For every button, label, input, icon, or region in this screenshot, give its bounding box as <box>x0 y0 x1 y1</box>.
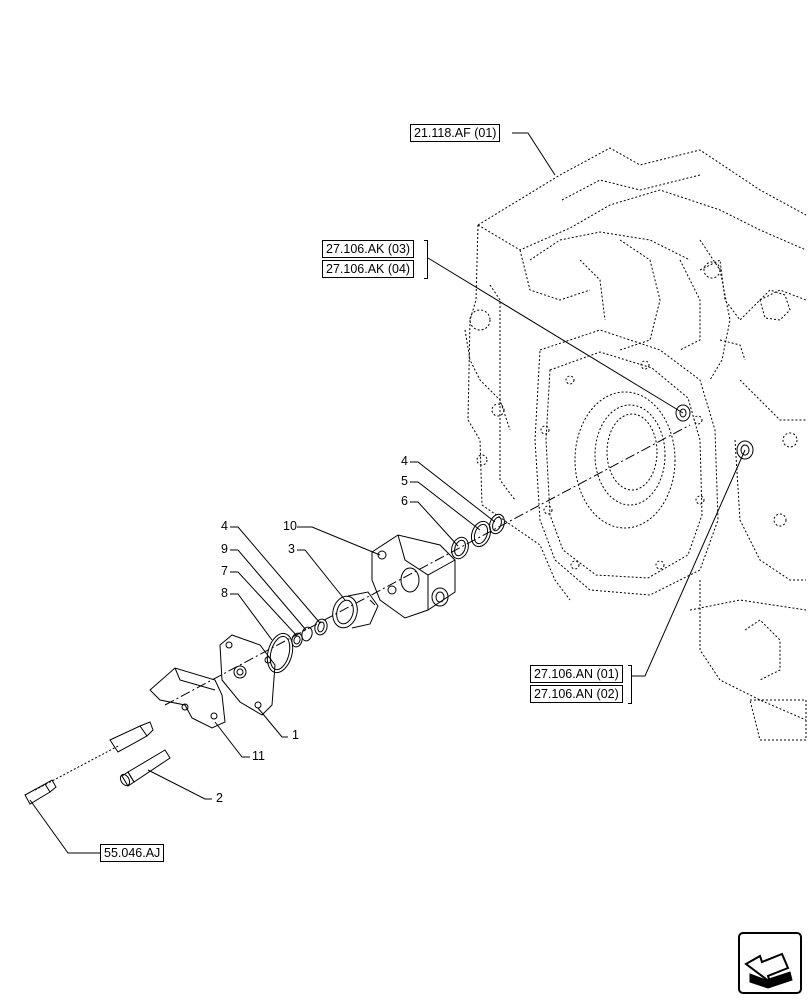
callout-11: 11 <box>252 749 265 763</box>
ref-21-118-af[interactable]: 21.118.AF (01) <box>410 124 501 142</box>
bracket-part-11 <box>149 667 226 729</box>
ref-27-106-ak-04[interactable]: 27.106.AK (04) <box>322 260 415 278</box>
rings-left <box>291 618 328 648</box>
callout-10: 10 <box>283 519 297 533</box>
sleeve-part-3 <box>332 591 379 629</box>
next-page-button[interactable] <box>738 932 802 994</box>
assembly-center-line <box>164 424 691 706</box>
housing-ports <box>675 404 754 460</box>
ref-27-106-ak-03[interactable]: 27.106.AK (03) <box>322 240 415 258</box>
callout-1: 1 <box>292 728 299 742</box>
o-ring-part-8 <box>266 632 294 674</box>
ref-27-106-an-02[interactable]: 27.106.AN (02) <box>530 685 623 703</box>
callout-6: 6 <box>401 494 408 508</box>
callout-4-left: 4 <box>221 519 228 533</box>
sensor-center-line <box>34 744 121 791</box>
callout-9: 9 <box>221 542 228 556</box>
callout-8: 8 <box>221 586 228 600</box>
callout-5: 5 <box>401 474 408 488</box>
next-page-arrow-icon <box>744 952 793 989</box>
ref-55-046-aj[interactable]: 55.046.AJ <box>100 844 165 862</box>
callout-4-right: 4 <box>401 454 408 468</box>
bracket-ak <box>424 240 428 279</box>
valve-housing-part-10 <box>371 534 456 619</box>
transmission-housing <box>464 147 807 741</box>
ref-27-106-an-01[interactable]: 27.106.AN (01) <box>530 665 623 683</box>
bolt-part-2 <box>119 749 171 787</box>
sensor-part <box>24 721 154 805</box>
cover-plate-part-1 <box>219 634 276 716</box>
rings-right <box>451 513 505 560</box>
callout-3: 3 <box>288 542 295 556</box>
leader-lines <box>29 132 746 854</box>
bracket-an <box>628 665 632 704</box>
callout-2: 2 <box>216 791 223 805</box>
callout-7: 7 <box>221 564 228 578</box>
